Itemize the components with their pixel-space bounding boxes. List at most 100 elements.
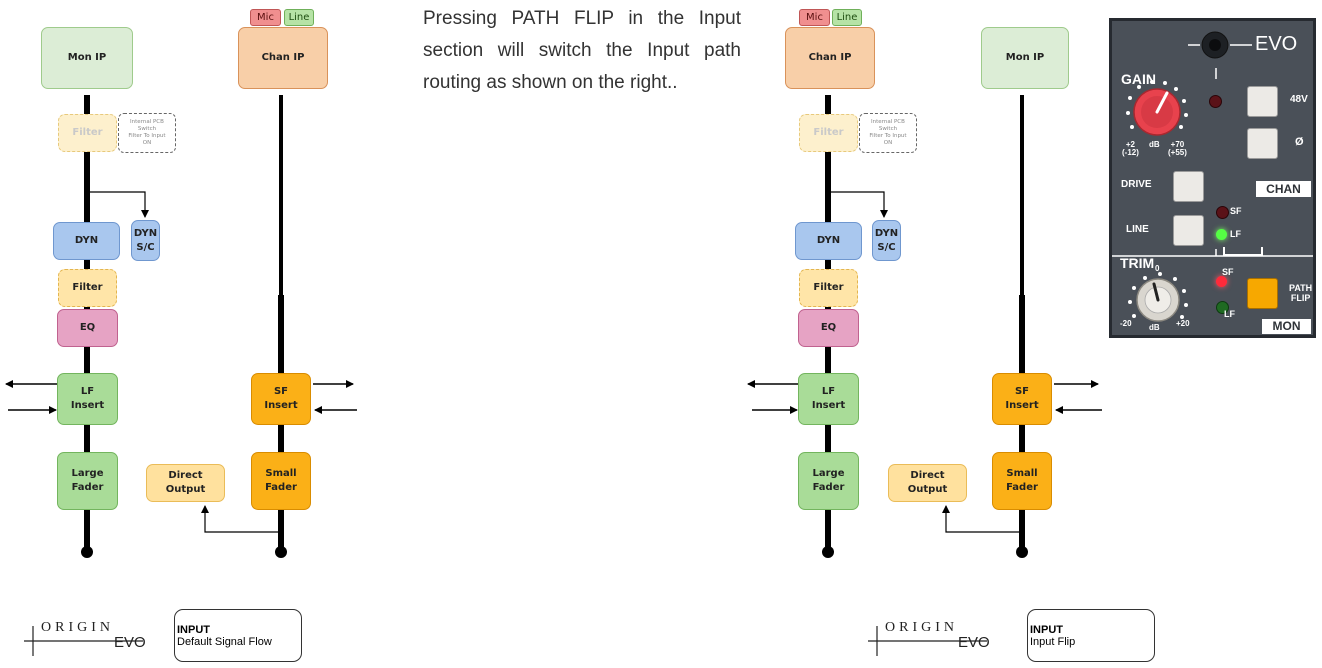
panel-path-flip-label: PATH FLIP [1289,283,1313,303]
right-lf-insert-label: LF Insert [811,386,846,411]
panel-phase-label: Ø [1295,136,1304,148]
panel-trim-zero: 0 [1155,264,1160,273]
panel-trim-min: -20 [1120,319,1132,328]
right-dyn-sc-label: DYN S/C [874,227,899,253]
panel-48v-button[interactable] [1247,86,1278,117]
right-caption-box: INPUT Input Flip [1027,609,1155,662]
right-dyn-box: DYN [795,222,862,260]
left-filter-box: Filter [58,269,117,307]
left-dyn-label: DYN [74,235,99,246]
right-logo-origin: ORIGIN [885,620,958,635]
right-chan-ip-box: Chan IP [785,27,875,89]
panel-sf-led-2-label: SF [1222,267,1234,277]
right-small-fader-box: Small Fader [992,452,1052,510]
left-caption-title: INPUT [177,624,210,636]
right-small-fader-label: Small Fader [1006,468,1038,493]
left-dyn-sc-label: DYN S/C [133,227,158,253]
left-chan-ip-box: Chan IP [238,27,328,89]
left-line-label: Line [288,12,310,23]
right-line-tag: Line [832,9,862,26]
right-large-fader-label: Large Fader [812,468,845,493]
panel-trim-db: dB [1149,323,1160,332]
panel-sf-led [1216,206,1229,219]
right-direct-output-label: Direct Output [907,470,948,495]
right-filter-note: Internal PCB Switch Filter To Input ON [859,113,917,153]
right-filter-faded-label: Filter [813,127,844,138]
right-filter-box: Filter [799,269,858,307]
right-mon-ip-box: Mon IP [981,27,1069,89]
panel-drive-button[interactable] [1173,171,1204,202]
right-large-fader-box: Large Fader [798,452,859,510]
right-mon-ip-label: Mon IP [1005,52,1045,63]
left-caption-subtitle: Default Signal Flow [177,636,272,648]
left-dyn-sc-box: DYN S/C [131,220,160,261]
panel-trim-label: TRIM [1120,255,1155,271]
right-lf-insert-box: LF Insert [798,373,859,425]
left-logo-origin: ORIGIN [41,620,114,635]
right-direct-output-box: Direct Output [888,464,967,502]
panel-line-button[interactable] [1173,215,1204,246]
panel-lf-led-2-label: LF [1224,309,1235,319]
panel-48v-label: 48V [1290,94,1308,105]
panel-graphics [1112,31,1313,322]
right-mic-tag: Mic [799,9,830,26]
right-sf-insert-label: SF Insert [1005,386,1039,411]
left-large-fader-box: Large Fader [57,452,118,510]
left-filter-faded-box: Filter [58,114,117,152]
left-filter-note-text: Internal PCB Switch Filter To Input ON [128,119,166,146]
left-mic-tag: Mic [250,9,281,26]
left-small-fader-label: Small Fader [265,468,297,493]
right-dyn-label: DYN [816,235,841,246]
right-caption-subtitle: Input Flip [1030,636,1076,648]
left-lf-insert-box: LF Insert [57,373,118,425]
left-line-tag: Line [284,9,314,26]
panel-path-flip-button[interactable] [1247,278,1278,309]
description-text: Pressing PATH FLIP in the Input section … [423,8,741,93]
panel-line-label: LINE [1126,224,1149,235]
left-dyn-box: DYN [53,222,120,260]
left-mon-ip-box: Mon IP [41,27,133,89]
left-mon-ip-label: Mon IP [67,52,107,63]
left-filter-note: Internal PCB Switch Filter To Input ON [118,113,176,153]
right-eq-box: EQ [798,309,859,347]
right-caption-title: INPUT [1030,624,1063,636]
panel-chan-tag: CHAN [1256,181,1311,197]
right-filter-label: Filter [813,282,844,293]
panel-trim-max: +20 [1176,319,1190,328]
panel-mon-tag: MON [1262,319,1311,334]
left-large-fader-label: Large Fader [71,468,104,493]
panel-drive-label: DRIVE [1121,179,1152,190]
right-logo-evo: EVO [958,634,990,651]
panel-gain-scale-db: dB [1149,140,1160,149]
panel-brand: EVO [1255,33,1298,55]
left-eq-box: EQ [57,309,118,347]
panel-gain-scale-right: +70 (+55) [1168,140,1187,157]
left-chan-ip-label: Chan IP [261,52,305,63]
panel-lf-led-label: LF [1230,229,1241,239]
left-lf-insert-label: LF Insert [70,386,105,411]
right-dyn-sc-box: DYN S/C [872,220,901,261]
panel-48v-led [1209,95,1222,108]
left-direct-output-box: Direct Output [146,464,225,502]
logo-lines [24,626,987,656]
panel-gain-scale-left: +2 (-12) [1122,140,1139,157]
left-filter-label: Filter [72,282,103,293]
right-eq-label: EQ [820,322,837,333]
left-direct-output-label: Direct Output [165,470,206,495]
right-mic-label: Mic [806,12,823,23]
panel-sf-led-label: SF [1230,206,1242,216]
right-filter-faded-box: Filter [799,114,858,152]
right-sf-insert-box: SF Insert [992,373,1052,425]
left-filter-faded-label: Filter [72,127,103,138]
panel-gain-label: GAIN [1121,71,1156,87]
left-eq-label: EQ [79,322,96,333]
left-logo-evo: EVO [114,634,146,651]
left-caption-box: INPUT Default Signal Flow [174,609,302,662]
left-small-fader-box: Small Fader [251,452,311,510]
panel-phase-button[interactable] [1247,128,1278,159]
panel-lf-led [1216,229,1227,240]
panel-sf-led-2 [1216,276,1227,287]
left-sf-insert-box: SF Insert [251,373,311,425]
right-chan-ip-label: Chan IP [808,52,852,63]
panel-lf-led-2 [1216,301,1229,314]
